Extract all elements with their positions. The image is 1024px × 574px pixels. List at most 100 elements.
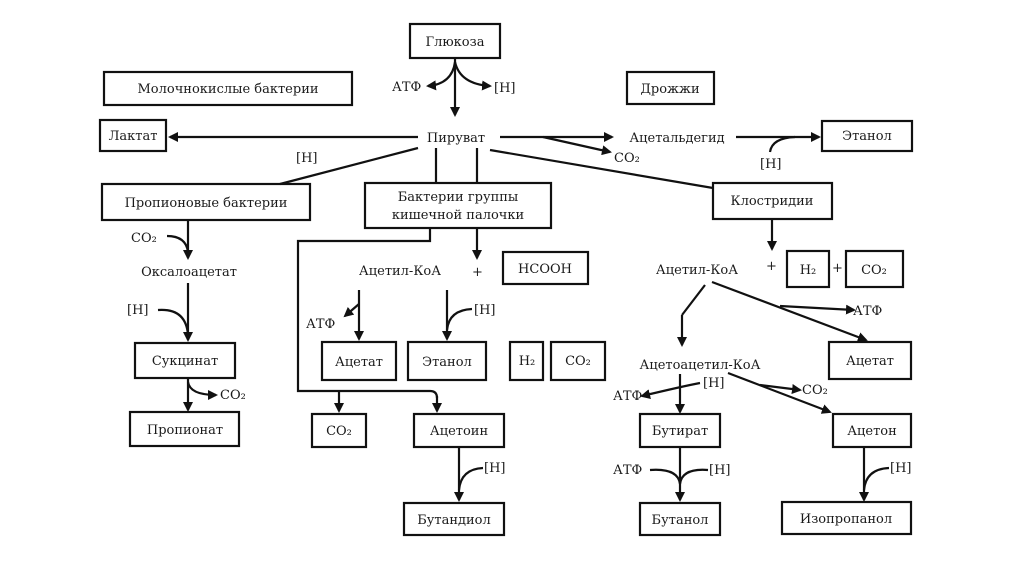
arrow-co2: [542, 135, 612, 156]
box-h2-right: [785, 249, 831, 289]
arrow-h: [453, 61, 492, 91]
h-label: [H]: [474, 303, 495, 318]
arrow-atp: [343, 303, 360, 318]
box-butanol: [638, 501, 722, 537]
co2-label: CO₂: [802, 383, 828, 398]
butyrate-label: Бутират: [652, 424, 708, 439]
acetate-mid-label: Ацетат: [335, 355, 383, 370]
co2-curve: [166, 234, 190, 253]
yeast-label: Дрожжи: [640, 82, 699, 97]
acetone-label: Ацетон: [847, 424, 897, 439]
box-co2-right: [844, 249, 905, 289]
box-acetone: [831, 412, 913, 449]
boxes: [98, 22, 914, 537]
co2-right-label: CO₂: [861, 263, 887, 278]
line-pyruvate-propionic: [279, 146, 419, 186]
h-label: [H]: [760, 157, 781, 172]
box-lactic-bacteria: [102, 70, 354, 107]
h-curve: [862, 466, 890, 491]
h-label: [H]: [127, 303, 148, 318]
butanediol-label: Бутандиол: [417, 513, 491, 528]
arrow-co2: [759, 383, 802, 394]
acetate-right-label: Ацетат: [846, 354, 894, 369]
co2-label: CO₂: [614, 151, 640, 166]
arrow-atp: [426, 61, 457, 91]
box-ethanol-top: [820, 119, 914, 153]
h2-mid-label: H₂: [519, 354, 536, 369]
h-curve: [157, 308, 190, 336]
co2-label: CO₂: [220, 388, 246, 403]
co2-box-label: CO₂: [326, 424, 352, 439]
box-propionate: [128, 410, 241, 448]
formic-acid-label: HCOOH: [518, 262, 572, 277]
propionate-label: Пропионат: [147, 423, 223, 438]
arrow-co2: [186, 381, 218, 400]
lactic-bacteria-label: Молочнокислые бактерии: [137, 82, 318, 97]
ethanol-top-label: Этанол: [842, 129, 892, 144]
box-acetoin: [412, 412, 506, 449]
acetyl-coa-right-label: Ацетил-КоА: [656, 263, 738, 278]
ecoli-label-2: кишечной палочки: [392, 208, 524, 223]
box-succinate: [133, 341, 237, 380]
h-curve: [457, 466, 484, 491]
box-ethanol-mid: [406, 340, 488, 382]
box-isopropanol: [780, 500, 913, 536]
clostridia-label: Клостридии: [731, 194, 814, 209]
box-formic-acid: [501, 250, 590, 286]
arrow-to-acetone: [727, 371, 832, 414]
arrow-atp: [640, 381, 701, 400]
acetoacetyl-coa-label: Ацетоацетил-КоА: [640, 358, 761, 373]
box-clostridia: [711, 181, 834, 221]
box-yeast: [625, 70, 716, 106]
propionic-bacteria-label: Пропионовые бактерии: [125, 196, 288, 211]
succinate-label: Сукцинат: [152, 354, 218, 369]
box-lactate: [98, 118, 168, 153]
line-ecoli-acetoin: [296, 228, 439, 399]
oxaloacetate-label: Оксалоацетат: [141, 265, 237, 280]
co2-mid-label: CO₂: [565, 354, 591, 369]
butanol-label: Бутанол: [652, 513, 709, 528]
isopropanol-label: Изопропанол: [800, 512, 892, 527]
ethanol-mid-label: Этанол: [422, 355, 472, 370]
plus-sign: +: [472, 265, 483, 280]
glucose-label: Глюкоза: [426, 35, 485, 50]
plus-sign: +: [832, 261, 843, 276]
h-label: [H]: [703, 376, 724, 391]
atp-label: АТФ: [613, 463, 643, 478]
pyruvate-label: Пируват: [427, 131, 485, 146]
side-labels: АТФ [H] CO₂ [H] [H] CO₂ [H] CO₂ + АТФ [H…: [127, 80, 911, 478]
box-co2-mid: [549, 340, 607, 382]
h-label: [H]: [709, 463, 730, 478]
arrows: [157, 58, 890, 502]
h-label: [H]: [890, 461, 911, 476]
line-pyruvate-clostridia: [489, 148, 714, 190]
atp-label: АТФ: [392, 80, 422, 95]
h-curve: [445, 307, 473, 331]
lactate-label: Лактат: [109, 129, 158, 144]
h-label: [H]: [484, 461, 505, 476]
box-h2-mid: [508, 340, 545, 382]
arrow-atp: [779, 304, 856, 315]
atp-label: АТФ: [853, 304, 883, 319]
atp-label: АТФ: [306, 317, 336, 332]
h-label: [H]: [494, 81, 515, 96]
atp-label: АТФ: [613, 389, 643, 404]
box-butanediol: [402, 501, 506, 537]
box-acetate-mid: [320, 340, 398, 382]
plus-sign: +: [766, 259, 777, 274]
co2-label: CO₂: [131, 231, 157, 246]
box-acetate-right: [827, 340, 913, 381]
acetaldehyde-label: Ацетальдегид: [629, 131, 724, 146]
box-propionic-bacteria: [100, 182, 312, 222]
line-acetylcoa: [681, 284, 706, 316]
acetoin-label: Ацетоин: [430, 424, 488, 439]
h-label: [H]: [296, 151, 317, 166]
h-curve: [768, 135, 796, 153]
atp-h-curves: [649, 468, 709, 485]
node-labels: Глюкоза Молочнокислые бактерии Дрожжи Ла…: [109, 35, 897, 528]
box-ecoli: [363, 181, 553, 230]
h2-right-label: H₂: [800, 263, 817, 278]
box-co2: [310, 412, 368, 449]
acetyl-coa-mid-label: Ацетил-КоА: [359, 264, 441, 279]
